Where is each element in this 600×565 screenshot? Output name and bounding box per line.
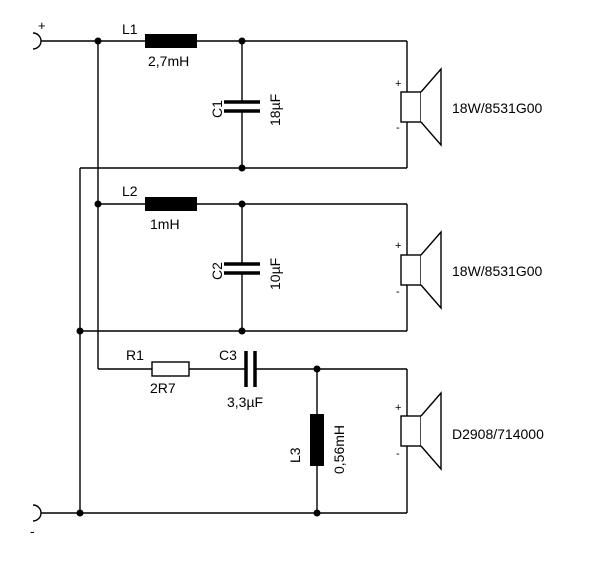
speaker-1-icon <box>400 67 442 147</box>
resistor-r1-name: R1 <box>126 347 144 363</box>
inductor-l3-name: L3 <box>287 447 303 463</box>
inductor-l2 <box>145 197 197 211</box>
input-terminal-minus <box>32 504 80 522</box>
resistor-r1-value: 2R7 <box>150 380 176 396</box>
speaker-2-icon <box>400 230 442 310</box>
inductor-l3 <box>310 414 324 466</box>
speaker-3-label: D2908/714000 <box>452 426 544 442</box>
capacitor-c2-name: C2 <box>209 262 225 280</box>
capacitor-c1-name: C1 <box>209 100 225 118</box>
capacitor-c1 <box>224 100 260 113</box>
resistor-r1 <box>151 361 190 377</box>
inductor-l2-value: 1mH <box>150 216 180 232</box>
capacitor-c1-value: 18µF <box>267 94 283 126</box>
speaker-2-minus: - <box>396 286 400 298</box>
inductor-l3-value: 0,56mH <box>331 425 347 474</box>
capacitor-c2 <box>224 262 260 275</box>
inductor-l1-value: 2,7mH <box>148 53 189 69</box>
inductor-l1-name: L1 <box>122 21 138 37</box>
speaker-1-label: 18W/8531G00 <box>452 100 542 116</box>
inductor-l2-name: L2 <box>122 183 138 199</box>
capacitor-c3-name: C3 <box>219 347 237 363</box>
terminal-plus-label: + <box>38 18 46 33</box>
speaker-3-minus: - <box>396 448 400 460</box>
capacitor-c3-value: 3,3µF <box>227 394 263 410</box>
input-terminal-plus <box>32 32 98 50</box>
speaker-3-icon <box>400 391 442 471</box>
speaker-2-label: 18W/8531G00 <box>452 263 542 279</box>
terminal-minus-label: - <box>30 523 35 539</box>
speaker-1-plus: + <box>395 78 401 90</box>
inductor-l1 <box>145 34 197 48</box>
speaker-3-plus: + <box>395 402 401 414</box>
speaker-1-minus: - <box>396 122 400 134</box>
speaker-2-plus: + <box>395 240 401 252</box>
wiring <box>79 40 408 514</box>
capacitor-c3 <box>244 351 257 387</box>
capacitor-c2-value: 10µF <box>267 258 283 290</box>
junction-dots <box>76 37 321 517</box>
